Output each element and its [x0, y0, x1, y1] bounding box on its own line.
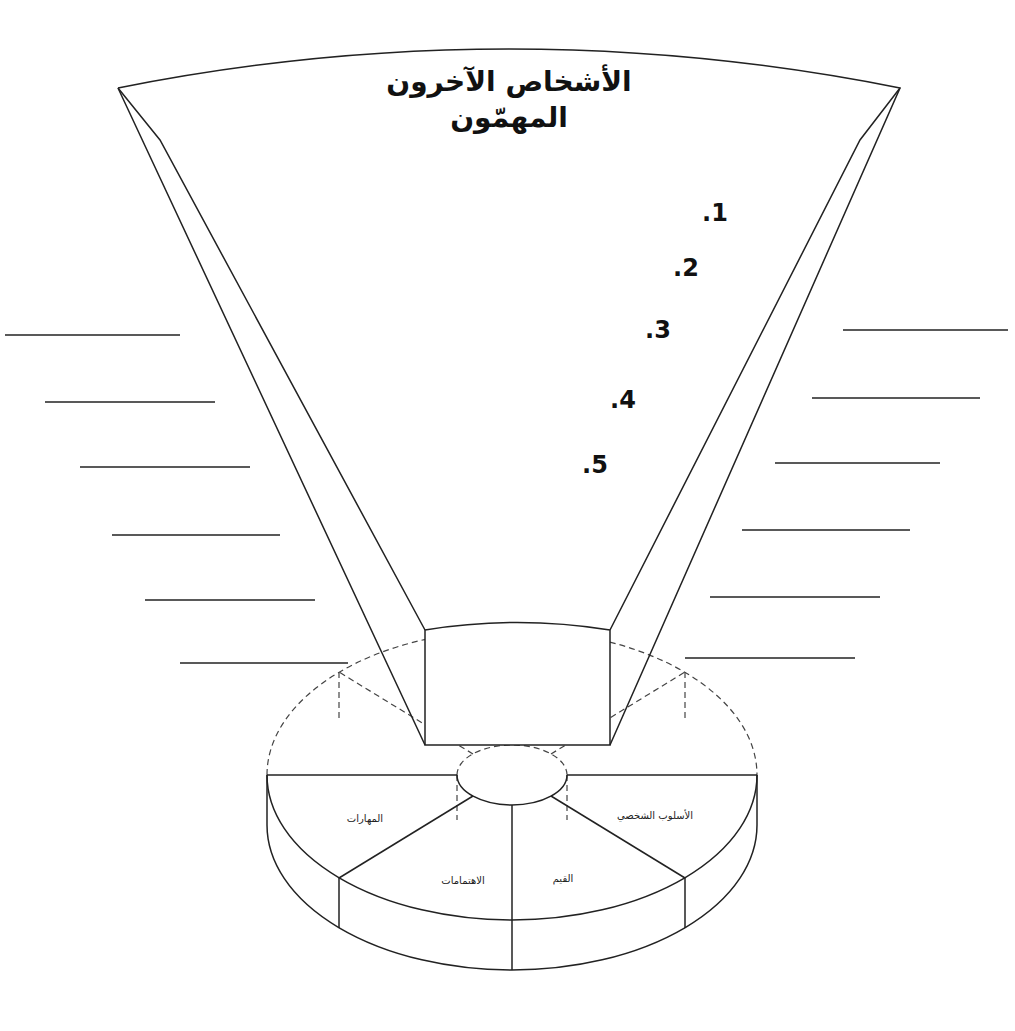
blank-line: [180, 662, 348, 664]
funnel-edge: [118, 49, 900, 745]
blank-line: [710, 596, 880, 598]
funnel-shape: الأشخاص الآخرون المهمّون: [118, 40, 900, 750]
disc-segment: الاهتمامات: [438, 873, 487, 888]
segment-label: القيم: [553, 873, 574, 884]
callout-number: 4.: [610, 386, 636, 414]
funnel-edge: [118, 88, 900, 630]
disc-segment: الأسلوب الشخصي: [614, 808, 696, 823]
funnel-outline: [118, 40, 900, 750]
disc-segment: القيم: [550, 871, 577, 886]
segment-label: الاهتمامات: [441, 875, 484, 886]
blank-line: [812, 397, 980, 399]
blank-line: [145, 599, 315, 601]
disc-outline: [267, 775, 757, 970]
segment-label: المهارات: [347, 813, 383, 824]
funnel-title: الأشخاص الآخرون المهمّون: [359, 64, 659, 137]
blank-line: [112, 534, 280, 536]
callout-number: 2.: [673, 254, 699, 282]
funnel-neck: [425, 623, 610, 746]
blank-line: [843, 329, 1008, 331]
callout-number: 3.: [645, 316, 671, 344]
segment-label: الأسلوب الشخصي: [617, 810, 693, 821]
disc-segment: المهارات: [344, 811, 386, 826]
blank-line: [742, 529, 910, 531]
blank-line: [685, 657, 855, 659]
blank-line: [80, 466, 250, 468]
blank-line: [5, 334, 180, 336]
callout-number: 5.: [582, 451, 608, 479]
callout-number: 1.: [702, 199, 728, 227]
blank-line: [775, 462, 940, 464]
blank-line: [45, 401, 215, 403]
